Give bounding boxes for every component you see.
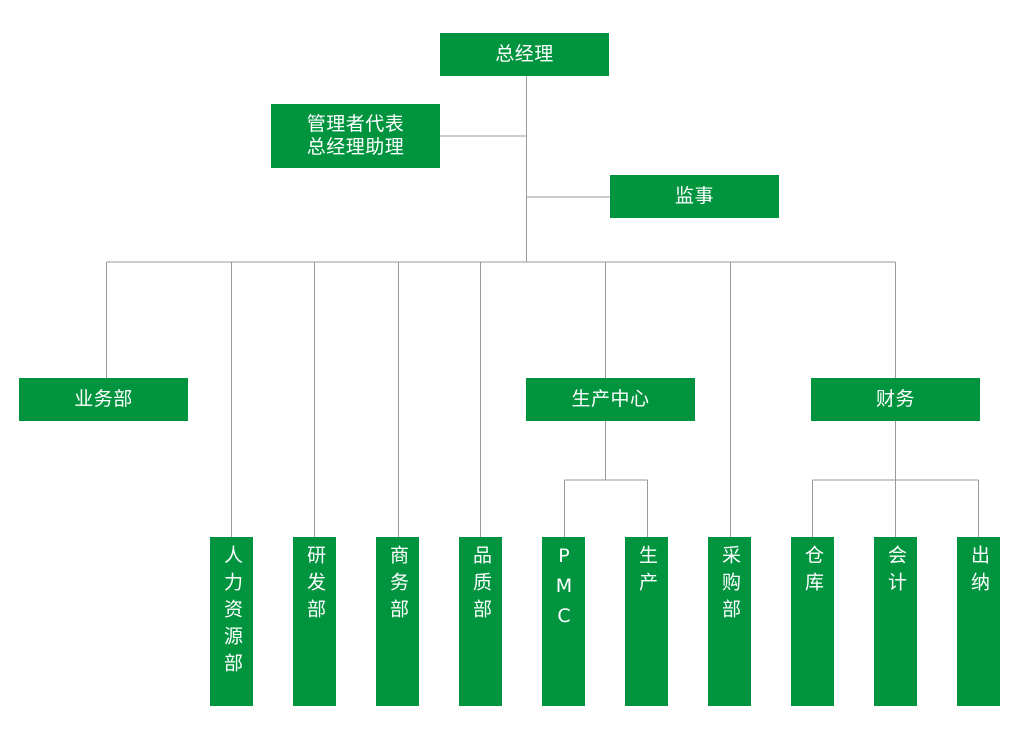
node-production-center-label: 生产中心 [571, 388, 650, 410]
node-cashier: 出纳 [957, 537, 1000, 706]
node-finance-label: 财务 [875, 388, 915, 410]
node-accounting: 会计 [874, 537, 917, 706]
node-general-manager: 总经理 [440, 33, 609, 76]
node-accounting-label: 会计 [885, 545, 907, 599]
node-warehouse-label: 仓库 [802, 545, 824, 599]
node-quality-label: 品质部 [470, 545, 492, 626]
node-human-resources: 人力资源部 [210, 537, 253, 706]
node-sales-department-label: 业务部 [74, 388, 133, 410]
node-quality: 品质部 [459, 537, 502, 706]
node-management-representative-line1: 管理者代表 [306, 113, 405, 135]
node-research-development-label: 研发部 [304, 545, 326, 626]
node-supervisor: 监事 [610, 175, 779, 218]
node-purchasing: 采购部 [708, 537, 751, 706]
node-sales-department: 业务部 [19, 378, 188, 421]
node-commerce-label: 商务部 [387, 545, 409, 626]
node-production-center: 生产中心 [526, 378, 695, 421]
node-production-label: 生产 [636, 545, 658, 599]
node-management-representative-line2: 总经理助理 [306, 136, 405, 158]
node-human-resources-label: 人力资源部 [221, 545, 243, 680]
node-cashier-label: 出纳 [968, 545, 990, 599]
node-general-manager-label: 总经理 [495, 43, 554, 65]
node-pmc: PMC [542, 537, 585, 706]
node-production: 生产 [625, 537, 668, 706]
node-purchasing-label: 采购部 [719, 545, 741, 626]
node-pmc-label: PMC [553, 545, 575, 635]
node-research-development: 研发部 [293, 537, 336, 706]
node-management-representative: 管理者代表 总经理助理 [271, 104, 440, 168]
node-warehouse: 仓库 [791, 537, 834, 706]
node-finance: 财务 [811, 378, 980, 421]
node-supervisor-label: 监事 [674, 185, 714, 207]
node-commerce: 商务部 [376, 537, 419, 706]
